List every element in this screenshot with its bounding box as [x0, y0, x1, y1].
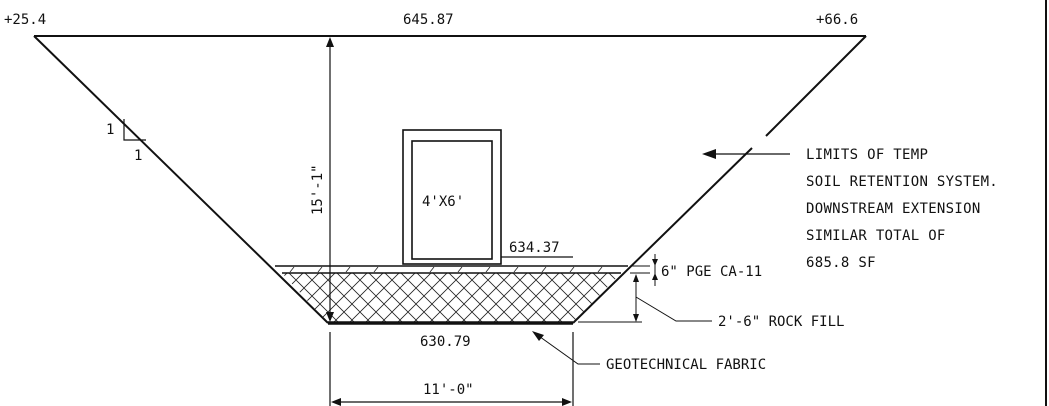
- pge-layer-label: 6" PGE CA-11: [661, 264, 762, 280]
- note-arrow-head: [702, 149, 716, 159]
- rock-dim-arrow-top: [633, 274, 639, 282]
- pge-dim-arrow-top: [652, 259, 658, 266]
- culvert-box-outer: [402, 129, 502, 265]
- bottom-width-arrow-left: [331, 398, 341, 406]
- fabric-leader: [535, 333, 600, 365]
- culvert-box-inner: [411, 140, 493, 260]
- height-dimension-arrow-top: [326, 37, 334, 47]
- note-line-2: SOIL RETENTION SYSTEM.: [806, 174, 998, 190]
- rock-fill-leader: [635, 296, 712, 322]
- height-dimension-arrow-bottom: [326, 312, 334, 322]
- culvert-size-label: 4'X6': [422, 194, 464, 210]
- pge-dim-arrow-bottom: [652, 273, 658, 280]
- note-line-1: LIMITS OF TEMP: [806, 147, 928, 163]
- rock-fill-label: 2'-6" ROCK FILL: [718, 314, 844, 330]
- pge-layer-hatch: [289, 266, 603, 273]
- slope-run-label: 1: [134, 148, 142, 164]
- rock-dim-arrow-bottom: [633, 314, 639, 322]
- left-station-label: +25.4: [4, 12, 46, 28]
- slope-ratio-triangle: [123, 119, 146, 141]
- fabric-leader-arrow: [532, 331, 544, 341]
- top-elevation-label: 645.87: [403, 12, 454, 28]
- right-station-label: +66.6: [816, 12, 858, 28]
- left-slope-line: [33, 35, 329, 324]
- note-line-4: SIMILAR TOTAL OF: [806, 228, 946, 244]
- slope-rise-label: 1: [106, 122, 114, 138]
- note-line-5: 685.8 SF: [806, 255, 876, 271]
- culvert-invert-label: 634.37: [509, 240, 560, 256]
- note-block: LIMITS OF TEMP SOIL RETENTION SYSTEM. DO…: [806, 147, 998, 271]
- right-slope-line-upper: [765, 35, 867, 137]
- bottom-width-label: 11'-0": [423, 382, 474, 398]
- height-dimension-label: 15'-1": [310, 164, 326, 215]
- rock-fill-zone: [282, 273, 621, 323]
- right-slope-line-lower: [572, 147, 753, 324]
- bottom-width-arrow-right: [562, 398, 572, 406]
- bottom-elevation-label: 630.79: [420, 334, 471, 350]
- note-line-3: DOWNSTREAM EXTENSION: [806, 201, 981, 217]
- geotechnical-fabric-label: GEOTECHNICAL FABRIC: [606, 357, 766, 373]
